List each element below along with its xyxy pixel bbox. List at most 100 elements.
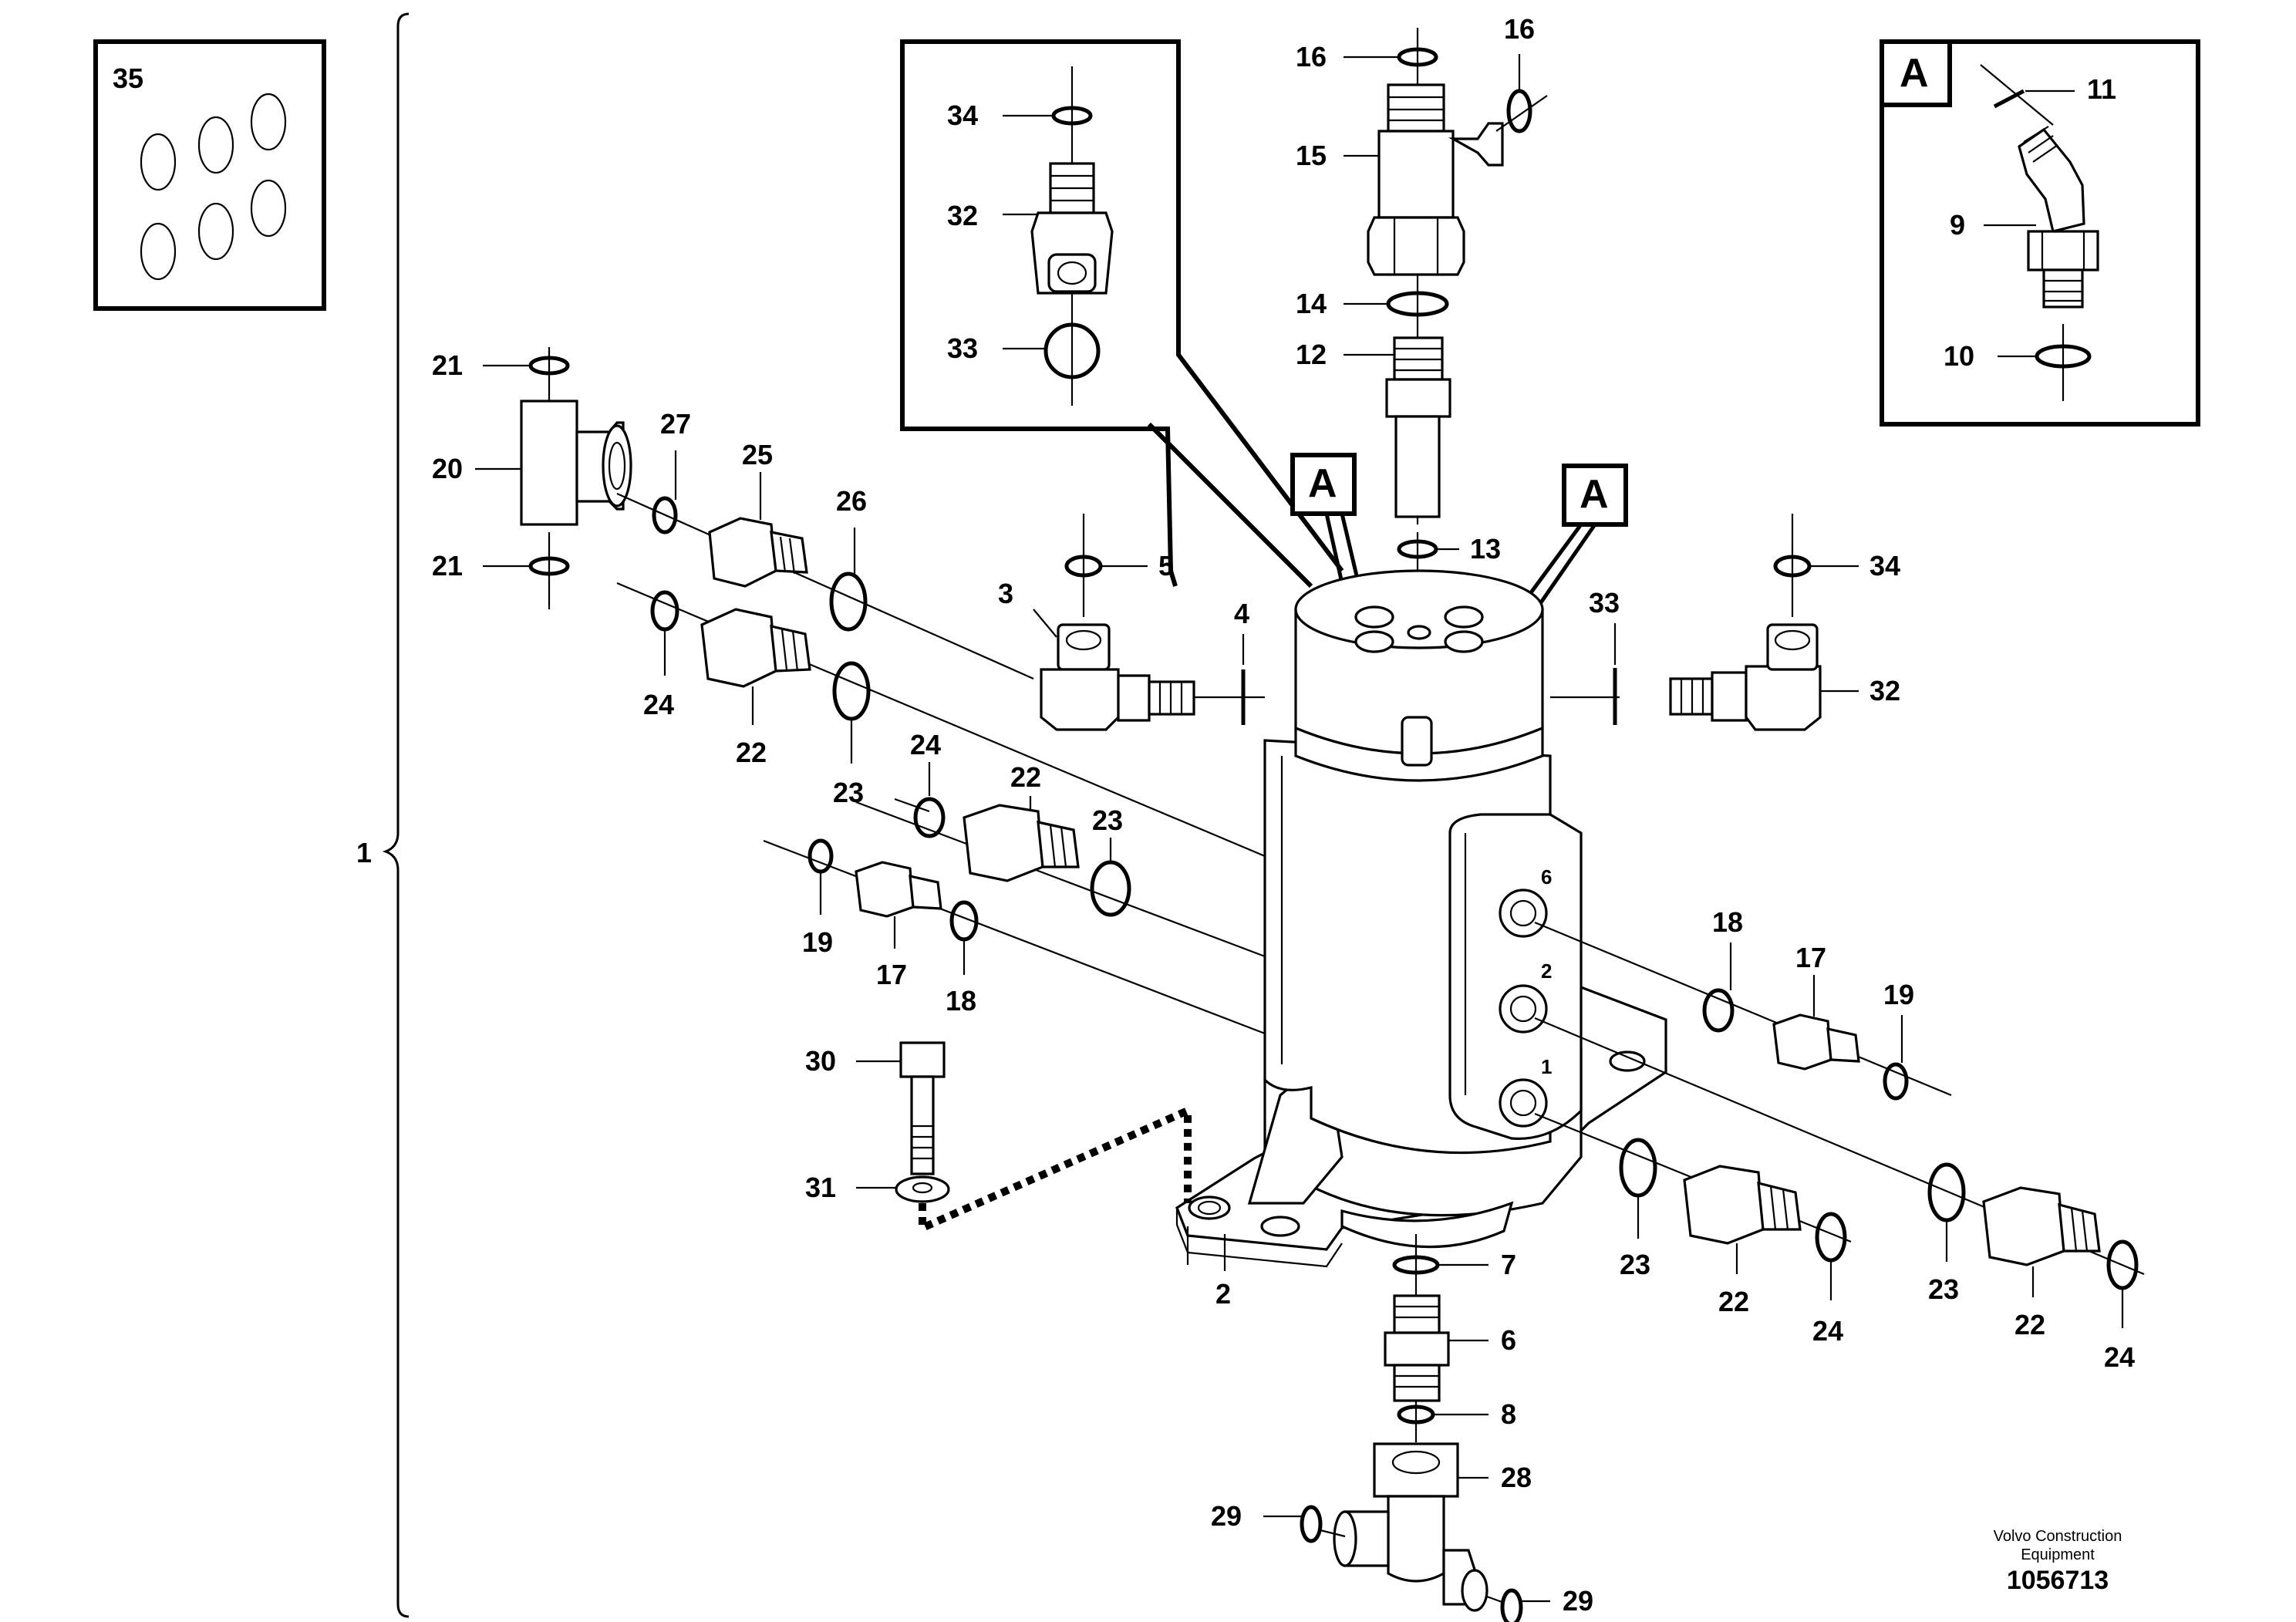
callout-31: 31 <box>805 1172 836 1203</box>
callout-16b: 16 <box>1504 13 1535 45</box>
callout-17b: 17 <box>1795 942 1826 973</box>
oring-icon <box>1702 988 1735 1033</box>
callout-24c: 24 <box>1812 1315 1843 1347</box>
callout-34a: 34 <box>947 99 978 131</box>
tee-fitting-icon <box>1333 1442 1489 1612</box>
oring-kit-box: 35 <box>93 39 326 311</box>
callout-4: 4 <box>1234 598 1249 629</box>
swivel-joint-body: 6 2 1 <box>1175 569 1667 1268</box>
callout-24b: 24 <box>910 729 941 760</box>
oring-icon <box>1506 89 1532 133</box>
angled-adapter-icon <box>2018 126 2099 309</box>
port-number-6: 6 <box>1541 865 1552 889</box>
oring-icon <box>1064 555 1103 578</box>
oring-icon <box>832 661 871 721</box>
washer-icon <box>895 1175 950 1203</box>
credit-line-1: Volvo Construction <box>1994 1528 2122 1545</box>
callout-14: 14 <box>1296 288 1327 319</box>
straight-connector-icon <box>855 861 942 918</box>
callout-34b: 34 <box>1870 550 1900 582</box>
callout-21b: 21 <box>432 550 463 582</box>
callout-16a: 16 <box>1296 41 1327 73</box>
port-number-1: 1 <box>1541 1055 1552 1078</box>
oring-icon <box>1300 1505 1323 1543</box>
detail-marker-a-right: A <box>1580 472 1609 517</box>
oring-icon <box>1927 1162 1966 1222</box>
oring-icon <box>652 496 678 534</box>
callout-13: 13 <box>1470 533 1501 565</box>
oring-icon <box>1619 1138 1657 1198</box>
callout-30: 30 <box>805 1045 836 1077</box>
callout-29a: 29 <box>1211 1500 1242 1532</box>
group-brace: 1 <box>356 12 410 1618</box>
callout-18b: 18 <box>1712 906 1743 938</box>
callout-35: 35 <box>113 62 143 94</box>
callout-29b: 29 <box>1563 1585 1593 1617</box>
oring-icon <box>807 838 834 874</box>
nipple-fitting-icon <box>1384 1294 1450 1402</box>
callout-23b: 23 <box>1092 804 1123 836</box>
callout-32a: 32 <box>947 200 978 231</box>
callout-2: 2 <box>1215 1278 1231 1310</box>
callout-23d: 23 <box>1928 1273 1959 1305</box>
oring-icon <box>1090 860 1131 917</box>
bottom-fitting-stack: 7 6 8 28 29 29 <box>1211 1234 1593 1622</box>
callout-8: 8 <box>1501 1398 1516 1430</box>
callout-19a: 19 <box>802 926 833 958</box>
callout-28: 28 <box>1501 1462 1532 1493</box>
callout-12: 12 <box>1296 339 1327 370</box>
elbow-fitting-icon <box>1030 162 1114 295</box>
extension-fitting-icon <box>1385 336 1451 524</box>
detail-a-markers: A A <box>1290 453 1628 646</box>
oring-icon <box>650 590 679 632</box>
callout-33b: 33 <box>1589 587 1620 619</box>
oring-icon <box>1883 1062 1909 1101</box>
callout-7: 7 <box>1501 1249 1516 1280</box>
detail-box-elbow: 34 32 33 <box>900 39 1344 588</box>
callout-22d: 22 <box>2014 1309 2045 1340</box>
straight-connector-icon <box>1982 1186 2101 1266</box>
elbow-fitting-icon <box>1040 623 1195 731</box>
callout-17a: 17 <box>876 959 907 990</box>
tee-fitting-icon <box>520 400 632 526</box>
callout-22a: 22 <box>736 737 767 768</box>
callout-21a: 21 <box>432 349 463 381</box>
callout-22c: 22 <box>1718 1286 1749 1317</box>
straight-connector-icon <box>1683 1165 1802 1245</box>
callout-33a: 33 <box>947 332 978 364</box>
port-number-2: 2 <box>1541 959 1552 983</box>
straight-connector-icon <box>1772 1013 1860 1071</box>
callout-27: 27 <box>660 408 691 440</box>
callout-18a: 18 <box>946 985 976 1017</box>
oring-icon <box>829 572 868 632</box>
callout-19b: 19 <box>1883 979 1914 1010</box>
callout-1: 1 <box>356 837 372 868</box>
callout-26: 26 <box>836 485 867 517</box>
callout-9: 9 <box>1950 209 1965 241</box>
callout-20: 20 <box>432 453 463 484</box>
detail-marker-a: A <box>1900 51 1929 96</box>
callout-23c: 23 <box>1620 1249 1650 1280</box>
detail-box-a: A 11 9 10 <box>1880 39 2200 427</box>
oring-icon <box>1043 322 1101 379</box>
straight-connector-icon <box>700 608 811 688</box>
straight-connector-icon <box>963 804 1080 882</box>
oring-icon <box>1500 1588 1523 1622</box>
callout-5: 5 <box>1158 550 1174 582</box>
tee-fitting-icon <box>1367 83 1504 276</box>
callout-22b: 22 <box>1010 761 1041 793</box>
oring-icon <box>1993 89 2025 109</box>
elbow-fitting-icon <box>1669 623 1822 731</box>
bolt-icon <box>899 1041 946 1175</box>
top-fitting-stack: 16 16 15 14 12 13 <box>1296 13 1548 586</box>
callout-11: 11 <box>2087 73 2116 105</box>
publisher-credit: Volvo Construction Equipment 1056713 <box>1994 1528 2122 1595</box>
callout-3: 3 <box>998 578 1013 609</box>
callout-24a: 24 <box>643 689 674 720</box>
callout-32b: 32 <box>1870 675 1900 706</box>
oring-icon <box>913 797 946 838</box>
reference-number: 1056713 <box>2007 1566 2109 1595</box>
credit-line-2: Equipment <box>2021 1546 2095 1563</box>
right-fittings: 33 34 32 18 17 19 <box>1534 514 2145 1373</box>
